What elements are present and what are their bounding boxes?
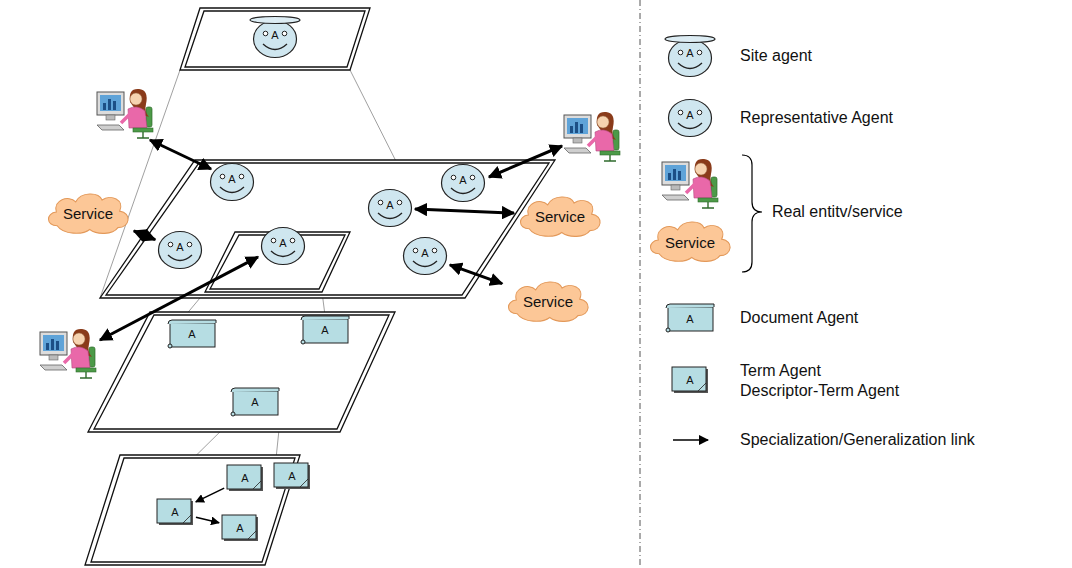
legend-text: Term Agent [740, 362, 821, 380]
legend-icon-text: A [686, 48, 693, 59]
representative-agent: A [402, 236, 448, 276]
user-icon [564, 112, 620, 161]
term-agent: A [221, 514, 259, 542]
user-icon [40, 329, 96, 378]
site-plane-inner [185, 11, 365, 67]
service-cloud-outline [509, 282, 589, 321]
document-plane [88, 312, 395, 432]
legend-text: Site agent [740, 47, 812, 65]
document-agent-outline [168, 320, 216, 348]
representative-agent: A [209, 162, 255, 202]
term-agent-outline [274, 463, 310, 489]
service-link-arrow [450, 265, 502, 284]
term-agent: A [273, 462, 311, 490]
term-agent: A [156, 498, 194, 526]
legend-user-icon [662, 159, 718, 208]
node-text: A [241, 473, 248, 484]
user-icon [97, 89, 153, 138]
legend-icon-text: A [686, 314, 693, 325]
node-text: A [176, 242, 183, 253]
legend-representative-icon [669, 100, 712, 137]
node-text: A [279, 238, 286, 249]
node-text: A [251, 397, 258, 408]
term-agent-outline [157, 499, 193, 525]
legend-icon-text: A [686, 110, 693, 121]
service-cloud: Service [504, 277, 592, 323]
representative-agent: A [367, 188, 413, 228]
representative-plane [100, 160, 555, 298]
node-text: A [236, 523, 243, 534]
legend-term-icon [672, 367, 708, 393]
representative-agent-outline [211, 164, 254, 201]
representative-agent: A [157, 230, 203, 270]
node-text: A [288, 471, 295, 482]
layer-planes [85, 8, 555, 565]
node-text: A [188, 329, 195, 340]
legend-text: Representative Agent [740, 109, 893, 127]
document-plane-inner [94, 315, 389, 429]
site-agent-outline [250, 17, 300, 58]
node-text: A [171, 507, 178, 518]
document-agent: A [167, 319, 217, 349]
representative-plane-inner [106, 163, 549, 295]
document-agent-outline [301, 316, 349, 344]
site-plane [180, 8, 370, 70]
term-plane [85, 455, 300, 565]
legend-bracket [742, 155, 762, 272]
representative-agent: A [440, 163, 486, 203]
representative-agent: A [260, 226, 306, 266]
term-agent: A [226, 464, 264, 492]
node-text: A [228, 174, 235, 185]
node-text: A [321, 325, 328, 336]
node-text: A [386, 200, 393, 211]
representative-agent-outline [159, 232, 202, 269]
node-text: Service [63, 206, 113, 221]
legend-text: Descriptor-Term Agent [740, 382, 899, 400]
legend-separator [640, 0, 641, 568]
specialization-link [196, 517, 219, 523]
user-arrow [489, 146, 562, 177]
site-agent: A [252, 18, 298, 58]
node-text: Service [535, 209, 585, 224]
service-link-arrow [415, 209, 514, 213]
service-cloud: Service [516, 192, 604, 238]
legend-text: Real entitv/service [772, 203, 903, 221]
service-link-arrow [134, 231, 155, 240]
document-agent: A [300, 315, 350, 345]
legend-icon-text: Service [665, 235, 715, 250]
legend-link-sample [673, 439, 708, 441]
term-agent-outline [227, 465, 263, 491]
node-text: A [271, 30, 278, 41]
node-text: Service [523, 294, 573, 309]
perspective-lines [85, 70, 465, 565]
legend-text: Document Agent [740, 309, 858, 327]
representative-agent-outline [442, 165, 485, 202]
representative-agent-outline [369, 190, 412, 227]
service-cloud-outline [49, 194, 129, 233]
node-text: A [459, 175, 466, 186]
document-agent-outline [231, 388, 279, 416]
user-arrow [150, 140, 211, 169]
legend-site-icon [665, 36, 715, 77]
service-cloud-outline [521, 197, 601, 236]
specialization-link [196, 488, 224, 502]
representative-agent-outline [404, 238, 447, 275]
term-plane-inner [91, 458, 295, 562]
service-cloud: Service [44, 189, 132, 235]
legend-icon-text: A [686, 375, 693, 386]
document-agent: A [230, 387, 280, 417]
representative-agent-outline [262, 228, 305, 265]
term-agent-outline [222, 515, 258, 541]
user-arrows [100, 140, 562, 340]
node-text: A [421, 248, 428, 259]
legend-text: Specialization/Generalization link [740, 431, 975, 449]
legend-service-icon [651, 222, 731, 261]
legend-document-icon [666, 304, 714, 332]
